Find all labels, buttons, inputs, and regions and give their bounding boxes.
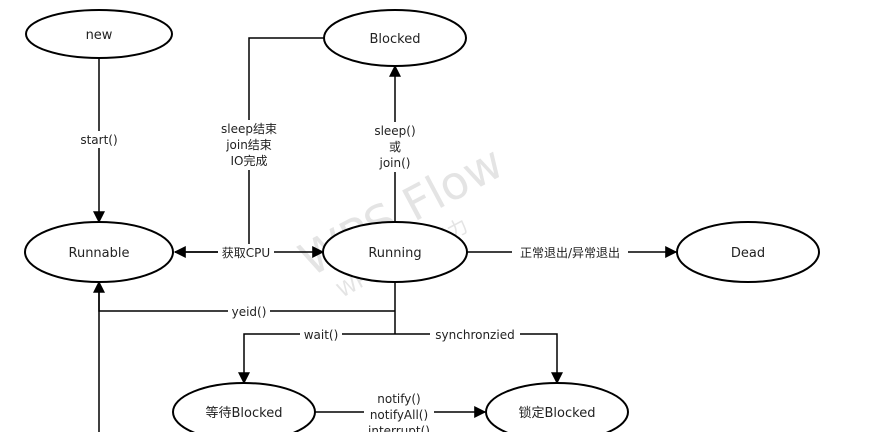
edge-label-sleep: sleep(): [374, 124, 415, 138]
edge-wait: [238, 333, 395, 385]
edge-label-synchronized: synchronzied: [435, 328, 514, 342]
node-label-dead: Dead: [731, 246, 765, 261]
node-runnable: Runnable: [24, 221, 174, 283]
node-label-blocked: Blocked: [370, 32, 421, 47]
edges: start() sleep结束 join结束 IO完成 sleep() 或 jo…: [76, 37, 678, 432]
node-label-wait-blocked: 等待Blocked: [206, 405, 283, 421]
node-new: new: [25, 9, 173, 59]
node-label-running: Running: [368, 246, 421, 261]
edge-label-interrupt: interrupt(): [368, 424, 430, 432]
node-label-runnable: Runnable: [69, 246, 130, 261]
node-label-new: new: [86, 28, 113, 43]
edge-label-io-done: IO完成: [231, 153, 268, 168]
node-blocked: Blocked: [323, 9, 467, 67]
node-running: Running: [322, 221, 468, 283]
node-dead: Dead: [676, 221, 820, 283]
edge-label-sleep-end: sleep结束: [221, 122, 277, 136]
edge-label-join-end: join结束: [225, 138, 272, 152]
edge-label-wait: wait(): [304, 328, 339, 342]
edge-label-start: start(): [80, 133, 117, 147]
node-label-lock-blocked: 锁定Blocked: [519, 405, 596, 421]
edge-label-notify: notify(): [377, 392, 420, 406]
edge-label-yield: yeid(): [232, 305, 267, 319]
edge-label-join: join(): [379, 156, 411, 170]
edge-label-or: 或: [389, 140, 401, 154]
node-lock-blocked: 锁定Blocked: [485, 382, 629, 432]
edge-label-notify-all: notifyAll(): [370, 408, 428, 422]
edge-label-to-dead: 正常退出/异常退出: [520, 246, 620, 260]
node-wait-blocked: 等待Blocked: [172, 382, 316, 432]
edge-label-get-cpu: 获取CPU: [222, 246, 270, 260]
